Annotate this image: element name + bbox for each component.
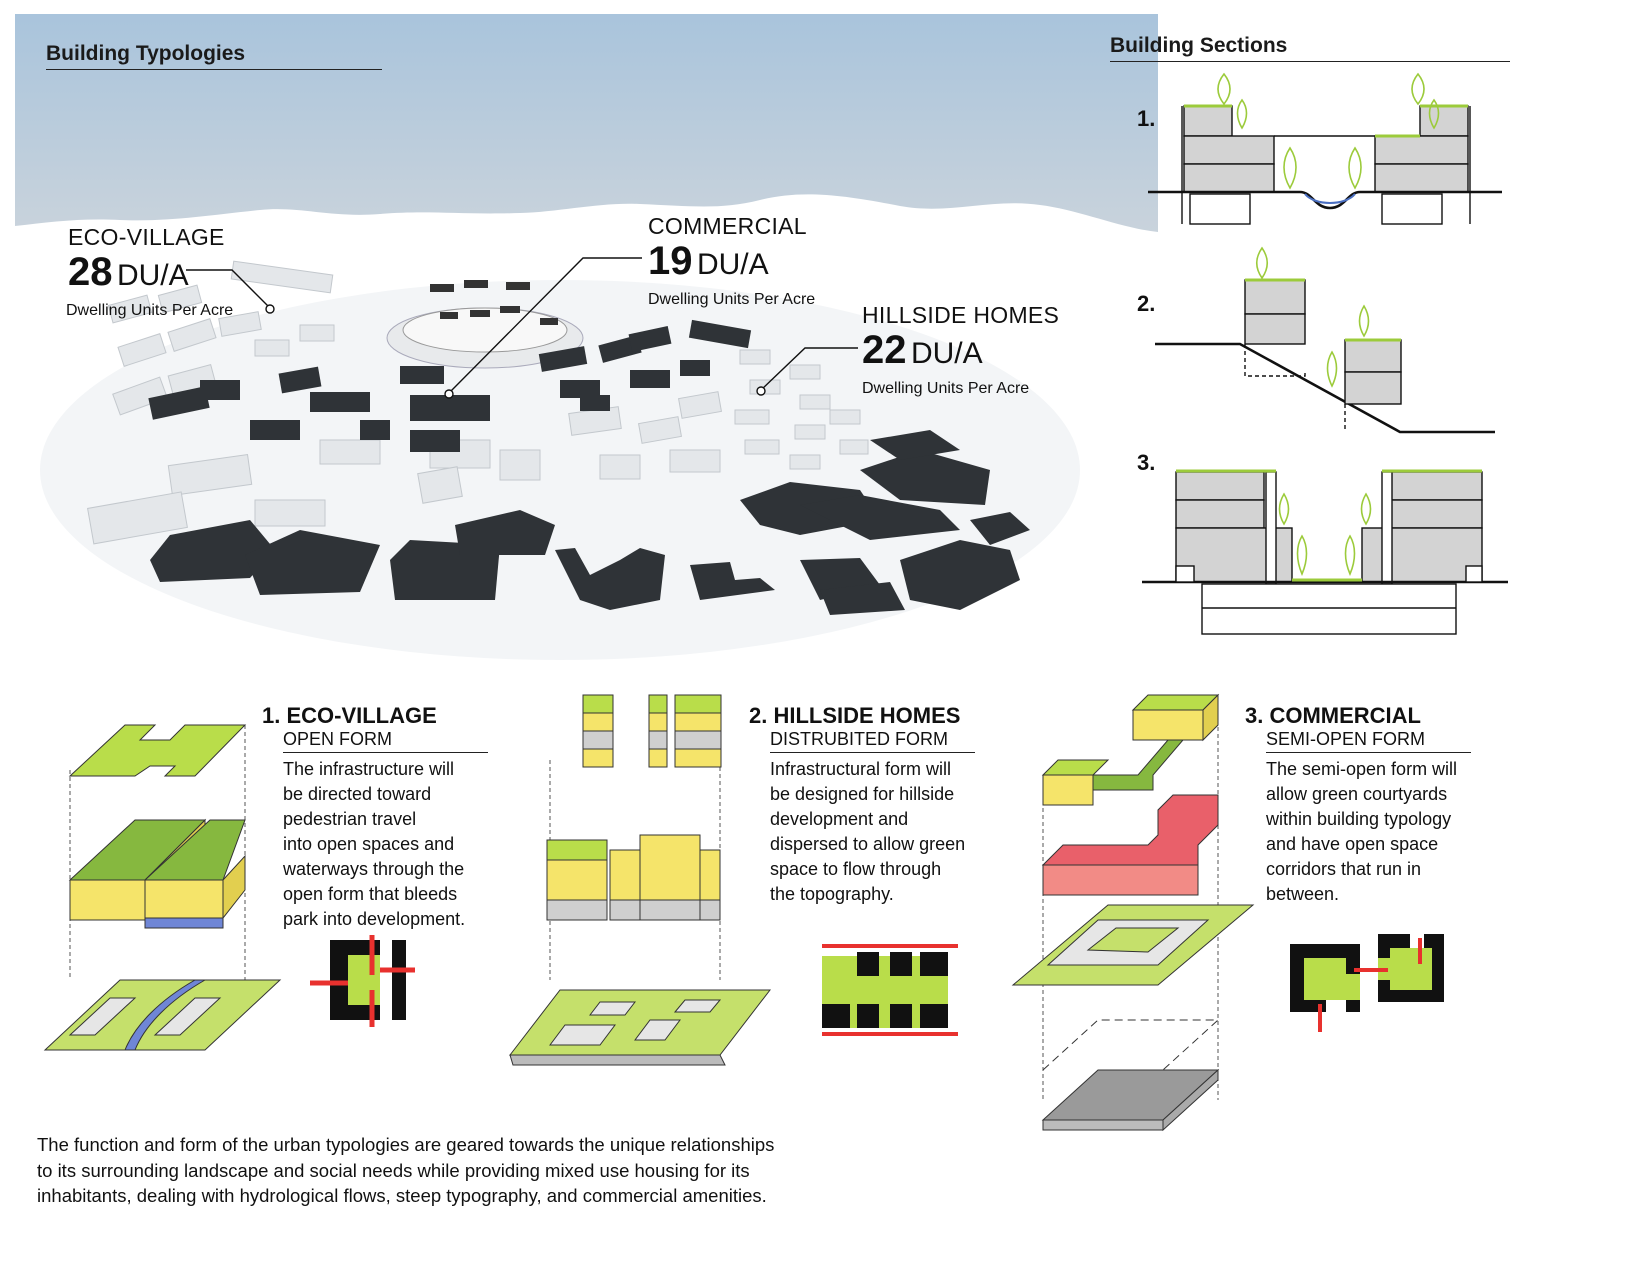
footer-paragraph: The function and form of the urban typol… <box>37 1134 775 1206</box>
dark-buildings <box>148 319 1030 615</box>
typology-title: 3. COMMERCIAL <box>1245 703 1421 728</box>
typology-1-text: 1. ECO-VILLAGE OPEN FORM The infrastruct… <box>262 703 492 932</box>
callout-value: 28 <box>68 250 113 294</box>
typology-2-text: 2. HILLSIDE HOMES DISTRUBITED FORM Infra… <box>749 703 989 907</box>
heading-rule <box>46 69 382 70</box>
callout-caption: Dwelling Units Per Acre <box>66 302 234 319</box>
typology-title: 1. ECO-VILLAGE <box>262 703 437 728</box>
callout-caption: Dwelling Units Per Acre <box>862 380 1030 397</box>
typology-3-text: 3. COMMERCIAL SEMI-OPEN FORM The semi-op… <box>1245 703 1485 907</box>
callout-value: 22 <box>862 328 907 372</box>
callout-name: COMMERCIAL <box>648 213 807 239</box>
building-sections-drawing <box>1142 72 1508 635</box>
typology-subtitle: OPEN FORM <box>283 729 393 749</box>
section-label-2: 2. <box>1137 291 1156 316</box>
typology-subtitle: SEMI-OPEN FORM <box>1266 729 1426 749</box>
callout-value: 19 <box>648 239 693 283</box>
callout-leaders <box>186 257 858 399</box>
section-1-trees <box>1217 72 1440 190</box>
hillside-homes-axon-diagram <box>508 694 772 1066</box>
open-form-icon <box>310 935 415 1027</box>
callout-unit: DU/A <box>696 248 769 281</box>
callout-caption: Dwelling Units Per Acre <box>648 291 816 308</box>
massing-model-panel <box>0 0 1160 680</box>
massing-model-image <box>15 14 1158 660</box>
callout-name: ECO-VILLAGE <box>68 224 225 250</box>
commercial-axon-diagram <box>1011 693 1255 1132</box>
callout-unit: DU/A <box>910 337 983 370</box>
building-sections-heading: Building Sections <box>1110 34 1288 57</box>
light-buildings <box>87 260 869 545</box>
section-label-1: 1. <box>1137 106 1156 131</box>
distributed-form-icon <box>822 944 958 1036</box>
callout-name: HILLSIDE HOMES <box>862 302 1060 328</box>
callout-commercial: COMMERCIAL 19 DU/A Dwelling Units Per Ac… <box>648 213 815 309</box>
section-2-trees <box>1255 246 1370 388</box>
typology-subtitle: DISTRUBITED FORM <box>770 729 948 749</box>
semi-open-form-icon <box>1290 934 1444 1032</box>
typology-body: Infrastructural form will be designed fo… <box>770 759 966 904</box>
section-2 <box>1155 278 1495 434</box>
building-typologies-heading: Building Typologies <box>46 42 246 65</box>
callout-hillside-homes: HILLSIDE HOMES 22 DU/A Dwelling Units Pe… <box>862 302 1059 398</box>
sky-backdrop <box>15 14 1158 232</box>
callout-unit: DU/A <box>116 259 189 292</box>
section-label-3: 3. <box>1137 450 1156 475</box>
stadium-model <box>386 280 584 369</box>
sections-rule <box>1110 61 1510 62</box>
callout-eco-village: ECO-VILLAGE 28 DU/A Dwelling Units Per A… <box>66 224 234 320</box>
typology-title: 2. HILLSIDE HOMES <box>749 703 961 728</box>
typology-body: The infrastructure will be directed towa… <box>283 759 466 929</box>
typology-body: The semi-open form will allow green cour… <box>1266 759 1458 904</box>
section-3 <box>1142 469 1508 635</box>
eco-village-axon-diagram <box>43 724 282 1051</box>
section-3-trees <box>1278 492 1372 577</box>
section-1 <box>1148 104 1502 225</box>
